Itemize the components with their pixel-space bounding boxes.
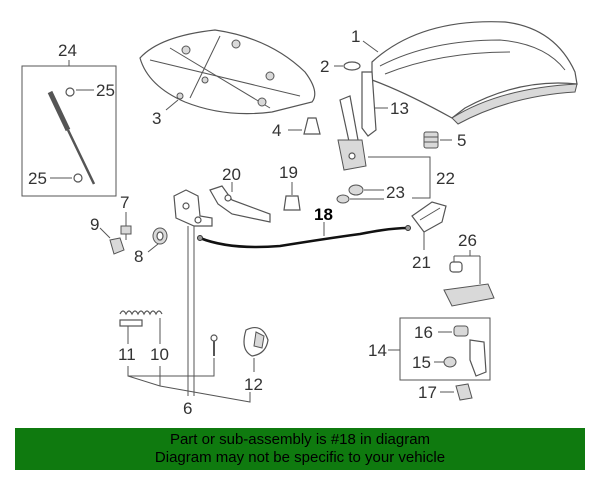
part-bolt-7 xyxy=(120,225,132,240)
part-release-handle xyxy=(411,201,447,233)
part-release-cable xyxy=(197,225,411,249)
bracket-22 xyxy=(368,156,431,199)
banner-line-1: Part or sub-assembly is #18 in diagram xyxy=(169,431,431,448)
callout-8: 8 xyxy=(134,247,143,266)
part-washer-8 xyxy=(152,227,168,245)
leader-1 xyxy=(362,40,379,53)
callout-7: 7 xyxy=(120,193,129,212)
callout-11: 11 xyxy=(118,345,136,364)
part-lock-assy xyxy=(443,325,487,377)
leader-9 xyxy=(99,227,111,239)
callout-23: 23 xyxy=(386,183,405,202)
callout-21: 21 xyxy=(412,253,431,272)
part-handle-26 xyxy=(443,255,495,307)
box-14 xyxy=(399,317,491,381)
callout-4: 4 xyxy=(272,121,281,140)
part-latch-assy xyxy=(173,189,213,227)
callout-1: 1 xyxy=(351,27,360,46)
part-latch-plate xyxy=(209,185,271,223)
part-clip-17 xyxy=(455,383,473,401)
part-spring-10 xyxy=(119,310,163,316)
callout-24: 24 xyxy=(58,41,77,60)
leader-3 xyxy=(165,99,179,111)
part-lift-support xyxy=(47,87,96,185)
callout-26: 26 xyxy=(458,231,477,250)
part-bumper-5 xyxy=(423,131,439,149)
callout-5: 5 xyxy=(457,131,466,150)
callout-13: 13 xyxy=(390,99,409,118)
part-clip-4 xyxy=(303,117,321,135)
part-insulator xyxy=(139,29,316,115)
callout-12: 12 xyxy=(244,375,263,394)
callout-10: 10 xyxy=(150,345,169,364)
callout-22: 22 xyxy=(436,169,455,188)
banner-line-2: Diagram may not be specific to your vehi… xyxy=(154,449,446,466)
callout-2: 2 xyxy=(320,57,329,76)
part-retainer-11 xyxy=(119,319,143,327)
callout-16: 16 xyxy=(414,323,433,342)
part-hinge xyxy=(337,71,377,171)
part-nut-9 xyxy=(109,237,125,255)
part-grommet-2 xyxy=(343,61,361,71)
parts-diagram: 1 2 3 4 5 13 22 xyxy=(21,21,578,418)
callout-15: 15 xyxy=(412,353,431,372)
callout-14: 14 xyxy=(368,341,387,360)
leader-8 xyxy=(147,243,159,253)
bracket-6 xyxy=(127,226,251,403)
callout-18: 18 xyxy=(314,205,333,224)
part-washers-23 xyxy=(336,184,364,204)
callout-17: 17 xyxy=(418,383,437,402)
part-hood xyxy=(371,21,578,125)
part-clip-19 xyxy=(283,195,301,211)
callout-3: 3 xyxy=(152,109,161,128)
info-banner: Part or sub-assembly is #18 in diagram D… xyxy=(15,428,585,470)
callout-25a: 25 xyxy=(96,81,115,100)
part-striker-12 xyxy=(210,327,269,357)
callout-19: 19 xyxy=(279,163,298,182)
callout-25b: 25 xyxy=(28,169,47,188)
callout-9: 9 xyxy=(90,215,99,234)
callout-6: 6 xyxy=(183,399,192,418)
callout-20: 20 xyxy=(222,165,241,184)
